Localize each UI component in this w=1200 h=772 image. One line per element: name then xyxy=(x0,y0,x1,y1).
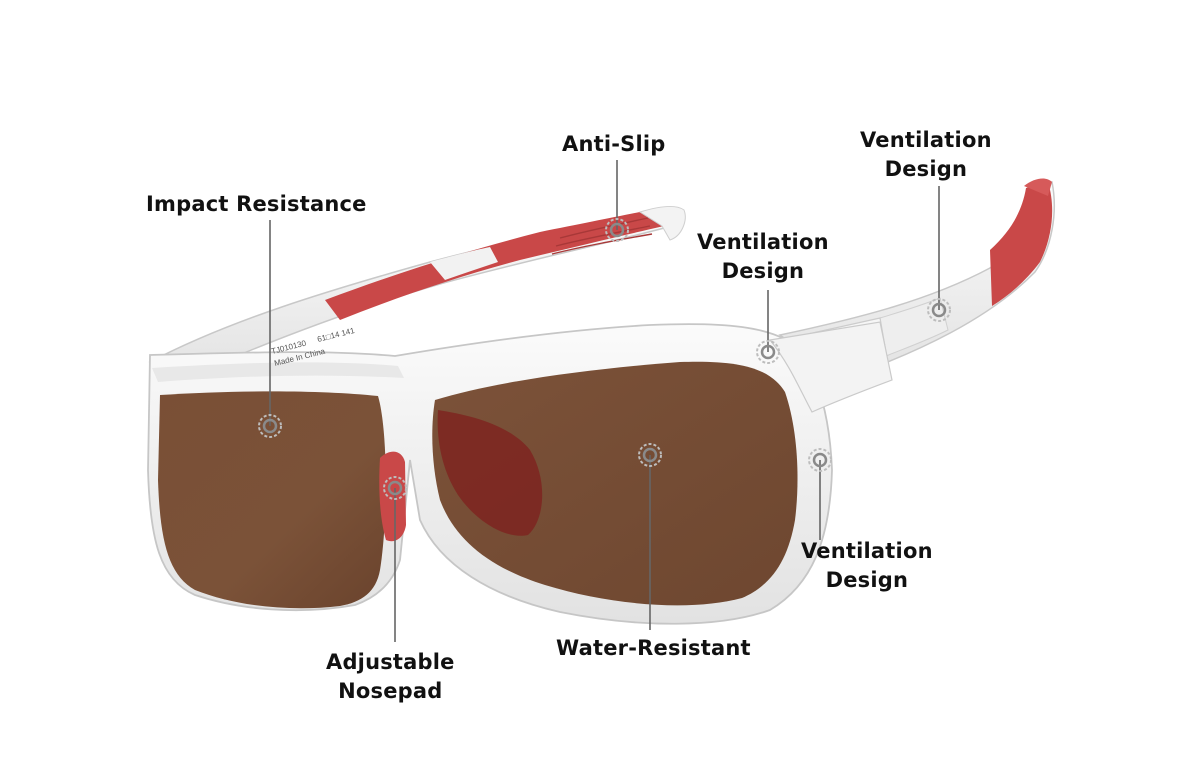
callout-ventilation-hinge-line-2: Design xyxy=(721,259,805,283)
callout-ventilation-temple-line-2: Design xyxy=(884,157,968,181)
left-temple-arm xyxy=(148,205,686,381)
callout-ventilation-side-line-1: Ventilation xyxy=(801,539,933,563)
target-marker-anti-slip xyxy=(605,218,629,242)
callout-ventilation-hinge-line-1: Ventilation xyxy=(697,230,829,254)
callout-anti-slip-label: Anti-Slip xyxy=(562,130,666,159)
callout-ventilation-hinge-label: Ventilation Design xyxy=(697,228,829,286)
anti-slip-grip-right xyxy=(990,182,1053,306)
callout-water-resistant-label: Water-Resistant xyxy=(556,634,751,663)
temple-print-size: 61□14 141 xyxy=(316,326,356,344)
callout-adjustable-nosepad-line-2: Nosepad xyxy=(338,679,443,703)
target-marker-ventilation-side xyxy=(808,448,832,472)
left-lens xyxy=(158,391,386,609)
target-marker-impact-resistance xyxy=(258,414,282,438)
callout-adjustable-nosepad-line-1: Adjustable xyxy=(326,650,455,674)
callout-ventilation-side-line-2: Design xyxy=(825,568,909,592)
callout-ventilation-side-label: Ventilation Design xyxy=(801,537,933,595)
callout-markers xyxy=(258,218,951,500)
callout-impact-resistance-line-1: Impact Resistance xyxy=(146,192,367,216)
anti-slip-grip-left xyxy=(325,208,664,320)
callout-anti-slip-line-1: Anti-Slip xyxy=(562,132,666,156)
callout-ventilation-temple-label: Ventilation Design xyxy=(860,126,992,184)
target-marker-ventilation-hinge xyxy=(756,340,780,364)
callout-water-resistant-line-1: Water-Resistant xyxy=(556,636,751,660)
right-lens xyxy=(432,361,798,606)
hinge-block xyxy=(768,321,893,413)
callout-impact-resistance-label: Impact Resistance xyxy=(146,190,367,219)
callout-adjustable-nosepad-label: Adjustable Nosepad xyxy=(326,648,455,706)
nosepad xyxy=(379,451,406,542)
callout-leader-lines xyxy=(269,160,940,642)
callout-ventilation-temple-line-1: Ventilation xyxy=(860,128,992,152)
target-marker-adjustable-nosepad xyxy=(383,476,407,500)
target-marker-water-resistant xyxy=(638,443,662,467)
target-marker-ventilation-temple xyxy=(927,298,951,322)
